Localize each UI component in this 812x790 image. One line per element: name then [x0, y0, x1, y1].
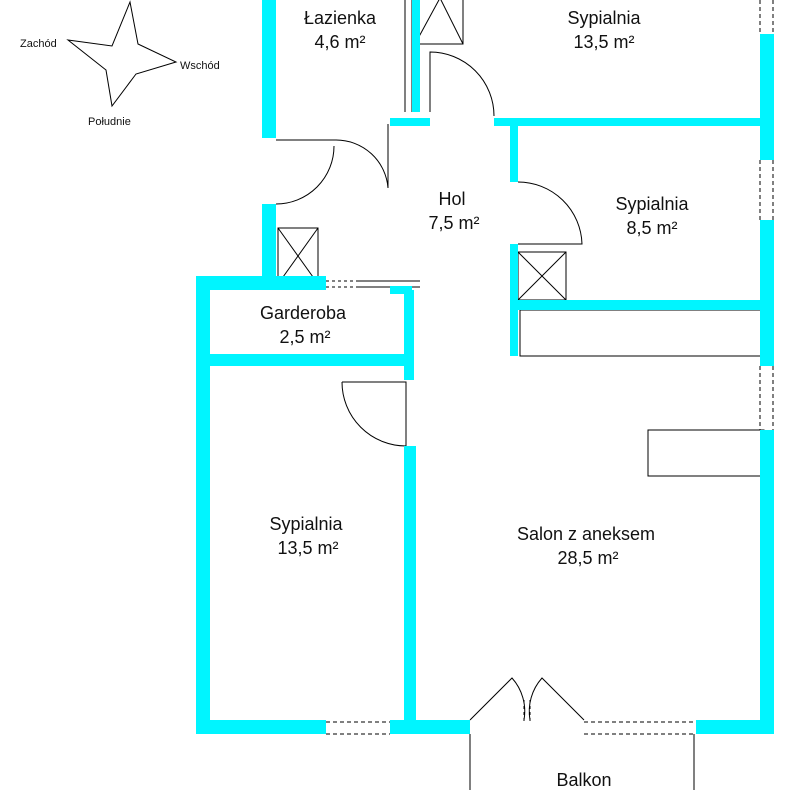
room-bedroom-top-area: 13,5 m² [573, 32, 634, 52]
door-hall-left [275, 145, 335, 205]
compass-star-icon [66, 0, 178, 108]
compass-south-label: Południe [88, 116, 131, 128]
room-bedroom-top-name: Sypialnia [567, 8, 641, 28]
room-wardrobe-area: 2,5 m² [279, 327, 330, 347]
room-balcony-name: Balkon [556, 770, 611, 790]
room-hall-name: Hol [438, 189, 465, 209]
compass-east-label: Wschód [180, 60, 220, 72]
door-bedroom-left [341, 381, 407, 447]
walls [196, 0, 774, 734]
room-bedroom-right-name: Sypialnia [615, 194, 689, 214]
room-bedroom-left-name: Sypialnia [269, 514, 343, 534]
room-bedroom-right-area: 8,5 m² [626, 218, 677, 238]
door-bathroom [276, 139, 389, 189]
room-bathroom-name: Łazienka [304, 8, 377, 28]
kitchen-island [647, 429, 765, 477]
room-labels: Łazienka 4,6 m² Sypialnia 13,5 m² Hol 7,… [260, 8, 690, 790]
vent-shaft-top [414, 0, 464, 45]
room-living-area: 28,5 m² [557, 548, 618, 568]
balcony-door-right [528, 677, 585, 721]
room-hall-area: 7,5 m² [428, 213, 479, 233]
room-bedroom-left-area: 13,5 m² [277, 538, 338, 558]
compass-west-label: Zachód [20, 38, 57, 50]
room-living-name: Salon z aneksem [517, 524, 655, 544]
room-wardrobe-name: Garderoba [260, 303, 347, 323]
door-bedroom-top [429, 51, 495, 117]
kitchen-counter-top [519, 309, 765, 357]
door-bedroom-right [517, 181, 583, 245]
balcony-door-left [469, 677, 526, 721]
room-bathroom-area: 4,6 m² [314, 32, 365, 52]
compass: Zachód Wschód Południe [20, 0, 220, 128]
